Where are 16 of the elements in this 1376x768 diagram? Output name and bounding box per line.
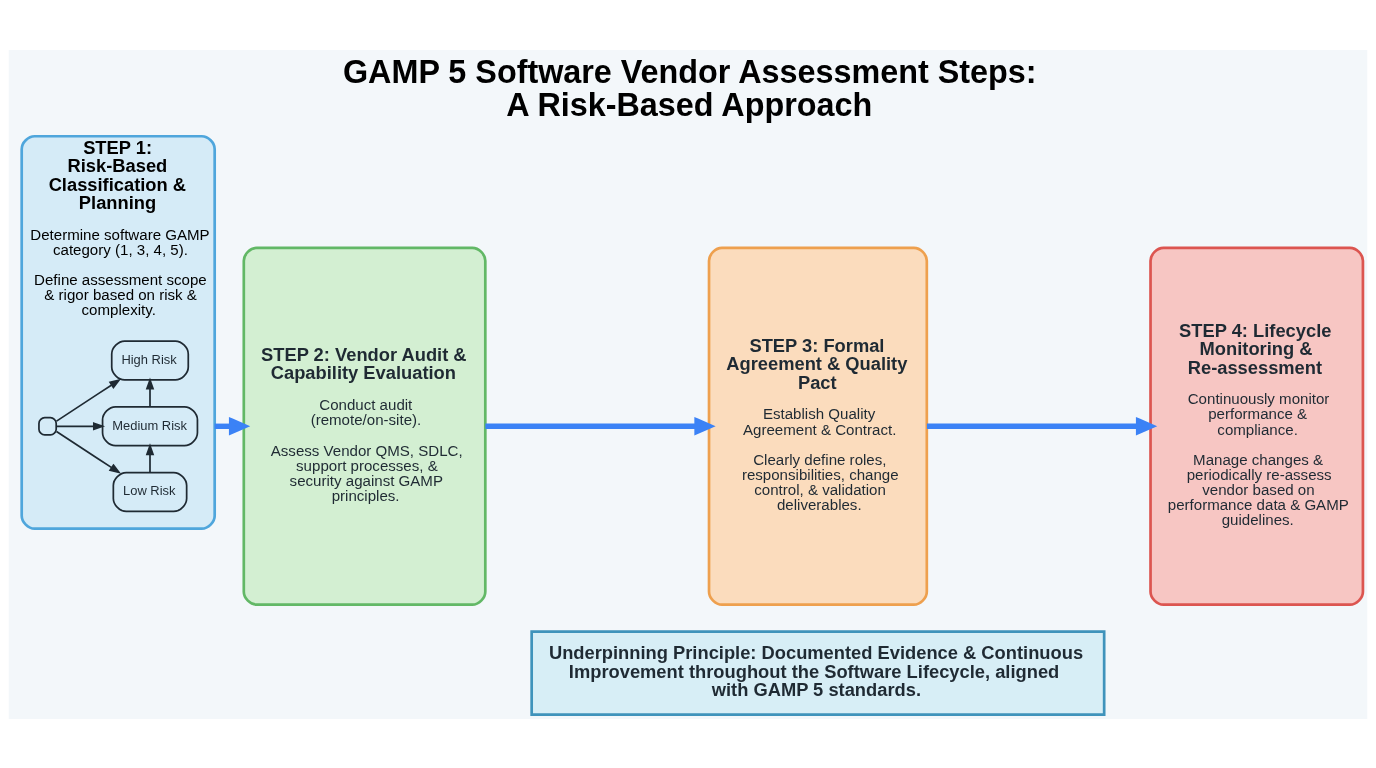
node-box: STEP 3: Formal Agreement & Quality Pact Establish Quality Agreement & Contract. Clearly define roles, responsibilities, change control, & validation deliverables. [707, 246, 929, 606]
node-box: STEP 2: Vendor Audit & Capability Evaluation Conduct audit (remote/on-site). Assess Vendor QMS, SDLC, support processes, & security against GAMP principles. [242, 246, 487, 606]
arrow [926, 416, 1158, 436]
node-box: Medium Risk [101, 405, 199, 447]
arrow [55, 378, 122, 422]
node-box [38, 416, 58, 436]
arrow [55, 430, 122, 474]
node-box: Underpinning Principle: Documented Evidence & Continuous Improvement throughout the Software Lifecycle, aligned with GAMP 5 standards. [530, 629, 1106, 716]
node-box: STEP 4: Lifecycle Monitoring & Re-assessment Continuously monitor performance & compliance. Manage changes & periodically re-assess vendor based on performance data & GAMP guidelines. [1149, 246, 1365, 606]
arrow [55, 421, 106, 430]
arrow [145, 376, 155, 408]
node-box: High Risk [110, 339, 190, 381]
arrow [485, 416, 716, 436]
diagram-title: GAMP 5 Software Vendor Assessment Steps: A Risk-Based Approach [342, 53, 1037, 123]
node-box: Low Risk [112, 471, 188, 512]
arrow [145, 442, 155, 473]
